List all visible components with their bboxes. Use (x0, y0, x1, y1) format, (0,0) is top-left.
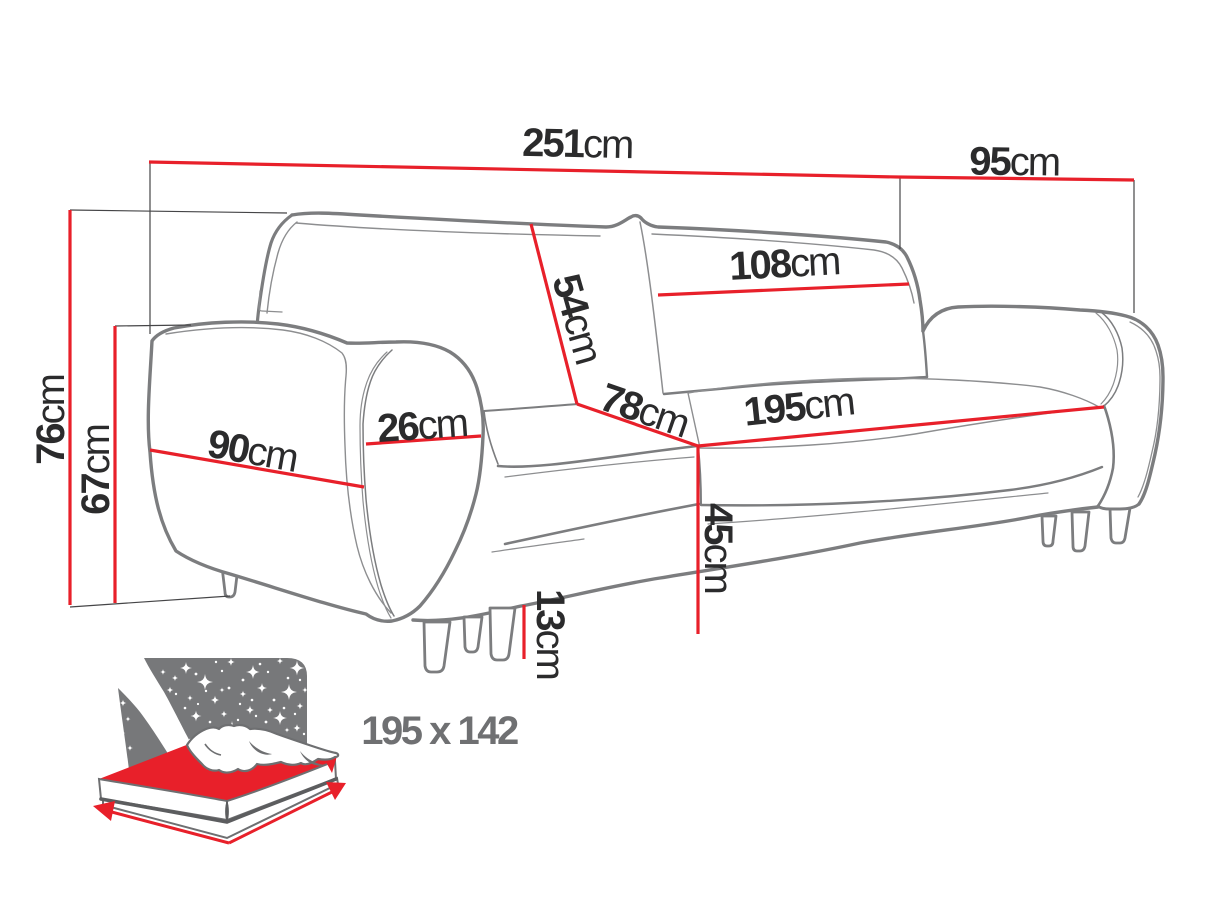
svg-text:251cm: 251cm (522, 121, 633, 167)
svg-text:26cm: 26cm (376, 401, 469, 451)
svg-text:195cm: 195cm (742, 379, 856, 434)
svg-text:195 x 142: 195 x 142 (361, 709, 518, 753)
svg-text:76cm: 76cm (29, 375, 73, 465)
svg-text:67cm: 67cm (74, 425, 118, 515)
svg-text:95cm: 95cm (969, 139, 1059, 184)
svg-text:108cm: 108cm (728, 239, 840, 289)
svg-text:45cm: 45cm (696, 503, 740, 593)
svg-text:90cm: 90cm (204, 422, 300, 481)
svg-text:13cm: 13cm (528, 589, 572, 679)
